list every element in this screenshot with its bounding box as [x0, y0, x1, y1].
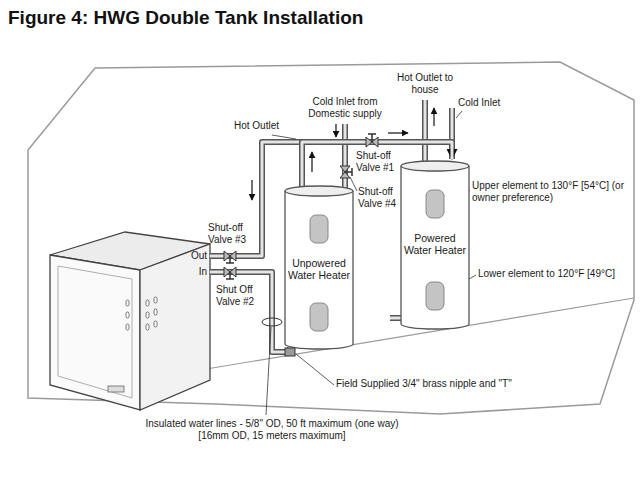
element-access-panel [426, 190, 444, 218]
shut-off-valve [366, 134, 378, 147]
valve-label: Shut-off Valve #3 [208, 222, 254, 246]
leader-lines [266, 111, 476, 415]
water-heater-tank: Powered Water Heater [400, 160, 470, 330]
valve-label: Shut Off Valve #2 [216, 284, 262, 308]
shut-off-valve [340, 166, 352, 178]
element-setting-note: Upper element to 130°F [54°C] (or owner … [472, 180, 628, 204]
element-setting-note: Lower element to 120°F [49°C] [478, 268, 628, 280]
figure-title: Figure 4: HWG Double Tank Installation [8, 6, 363, 30]
element-access-panel [310, 303, 328, 331]
pipe-label: Hot Outlet [234, 120, 294, 132]
water-line-note: Insulated water lines - 5/8" OD, 50 ft m… [136, 418, 408, 442]
element-access-panel [426, 282, 444, 310]
pipe-label: Hot Outlet to house [392, 72, 458, 96]
tank-label: Powered Water Heater [402, 232, 468, 256]
water-heater-tank: Unpowered Water Heater [284, 185, 354, 350]
valve-label: Shut-off Valve #4 [358, 186, 400, 210]
shut-off-valve [224, 267, 236, 279]
tank-top [401, 161, 469, 171]
brass-tee [285, 348, 295, 356]
heat-pump-unit [50, 232, 210, 410]
port-label: In [192, 266, 207, 278]
port-label: Out [187, 250, 207, 262]
insulation-marker [262, 318, 282, 326]
pipe-label: Cold Inlet [458, 97, 518, 109]
element-access-panel [310, 215, 328, 243]
wall-outline [28, 62, 634, 414]
shut-off-valve [224, 251, 236, 263]
tank-body [401, 166, 469, 329]
pipe-label: Cold Inlet from Domestic supply [303, 96, 387, 120]
valve-label: Shut-off Valve #1 [356, 150, 398, 174]
tank-top [285, 186, 353, 196]
fitting-note: Field Supplied 3/4" brass nipple and "T" [336, 378, 596, 390]
floor-line [140, 298, 634, 380]
tank-body [285, 191, 353, 349]
tank-label: Unpowered Water Heater [286, 257, 352, 281]
